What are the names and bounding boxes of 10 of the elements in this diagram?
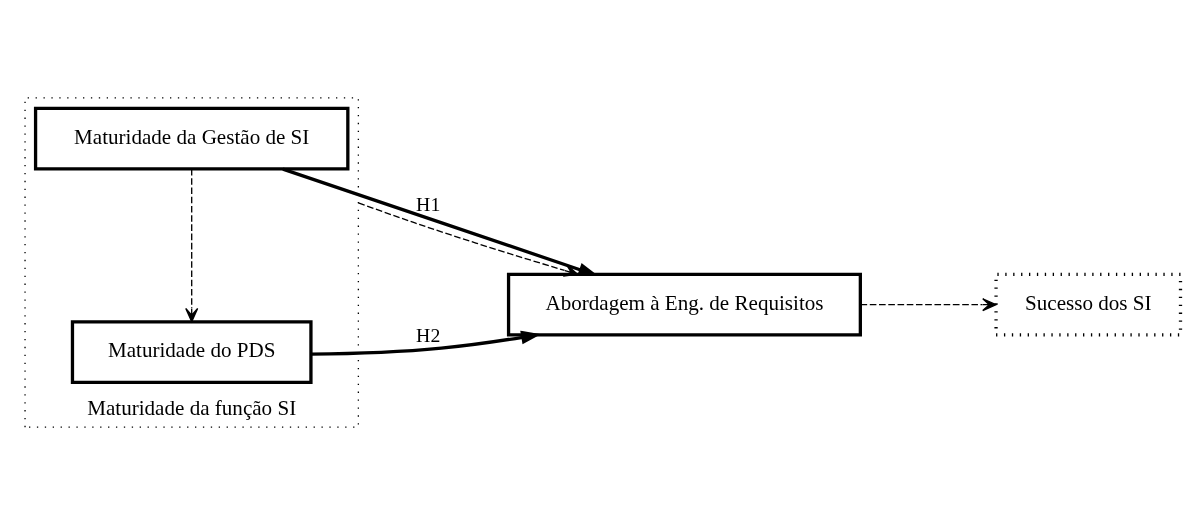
edge-label: H2 xyxy=(416,323,441,346)
edge-label: H1 xyxy=(416,193,441,216)
node-box: Abordagem à Eng. de Requisitos xyxy=(506,272,862,337)
arrow xyxy=(859,298,997,312)
arrow xyxy=(185,168,199,323)
arrow xyxy=(311,330,541,356)
node-box: Sucesso dos SI xyxy=(994,272,1183,337)
arrow xyxy=(357,202,579,277)
node-box: Maturidade da Gestão de SI xyxy=(33,106,350,171)
node-box: Maturidade do PDS xyxy=(70,320,313,385)
